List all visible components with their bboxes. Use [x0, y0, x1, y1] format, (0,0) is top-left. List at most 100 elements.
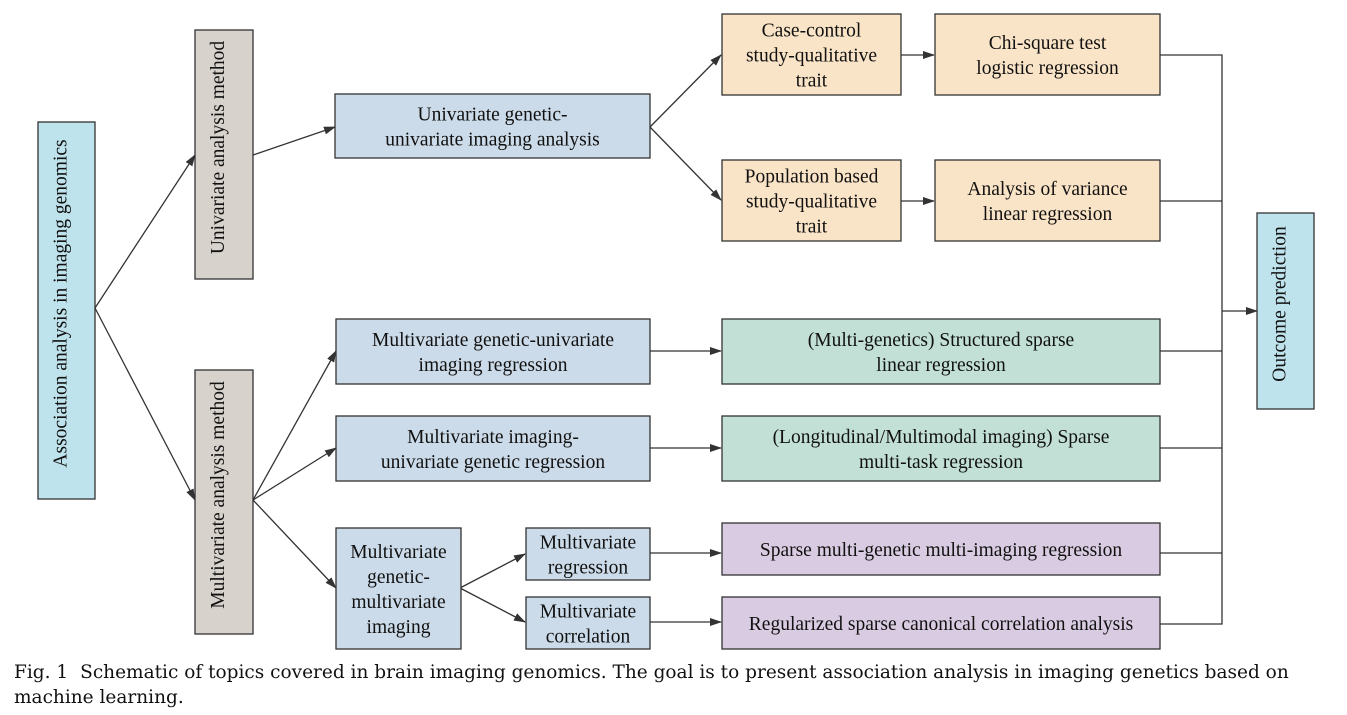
node-outcome: Outcome prediction — [1256, 212, 1315, 410]
node-label: Outcome prediction — [1270, 226, 1291, 382]
node-label-line: Multivariate — [350, 542, 446, 563]
arrow-multivariate-to-multi-gen-uni-img — [252, 350, 337, 501]
node-label-line: imaging regression — [419, 355, 568, 376]
node-label-line: Analysis of variance — [967, 179, 1127, 200]
node-uni-gen-uni-img: Univariate genetic-univariate imaging an… — [334, 93, 651, 159]
node-label: Population based study-qualitative trait — [745, 166, 879, 237]
node-label: Univariate analysis method — [208, 41, 229, 255]
node-box — [721, 13, 902, 96]
node-box — [721, 415, 1161, 482]
node-label: Multivariate correlation — [540, 601, 636, 647]
node-label-line: study-qualitative — [746, 191, 877, 212]
node-label-line: (Multi-genetics) Structured sparse — [808, 330, 1074, 351]
node-label-line: Population based — [745, 166, 879, 187]
node-label-line: multi-task regression — [859, 452, 1023, 473]
node-box — [37, 121, 96, 500]
node-label-line: Regularized sparse canonical correlation… — [749, 614, 1133, 635]
arrow-univariate-to-uni-gen-uni-img — [252, 126, 336, 156]
node-box — [335, 415, 651, 482]
node-box — [1256, 212, 1315, 410]
arrow-to-case-control — [649, 54, 722, 128]
node-label-line: trait — [796, 216, 828, 237]
node-label-line: regression — [548, 557, 628, 578]
node-label-line: Chi-square test — [989, 33, 1107, 54]
node-label-line: trait — [796, 70, 828, 91]
node-box — [721, 522, 1161, 576]
node-box — [335, 527, 462, 650]
node-box — [721, 159, 902, 242]
node-chi-square: Chi-square test logistic regression — [934, 13, 1161, 96]
node-box — [721, 596, 1161, 650]
node-case-control: Case-control study-qualitative trait — [721, 13, 902, 96]
node-box — [525, 596, 651, 650]
node-multivariate-method: Multivariate analysis method — [194, 369, 254, 635]
node-label: Multivariate genetic-univariate imaging r… — [372, 330, 614, 376]
node-label-line: univariate imaging analysis — [385, 129, 599, 150]
caption-label: Fig. 1 — [14, 662, 69, 683]
node-box — [194, 369, 254, 635]
node-label-line: correlation — [546, 626, 631, 647]
node-label-line: study-qualitative — [746, 45, 877, 66]
arrow-to-population-based — [649, 126, 722, 201]
node-label: Regularized sparse canonical correlation… — [749, 614, 1133, 635]
node-box — [721, 318, 1161, 385]
node-label-line: Multivariate imaging- — [407, 427, 579, 448]
node-label-line: (Longitudinal/Multimodal imaging) Sparse — [773, 427, 1110, 448]
node-rscca: Regularized sparse canonical correlation… — [721, 596, 1161, 650]
node-label-line: multivariate — [351, 592, 445, 613]
node-multi-gen-multi-img: Multivariate genetic-multivariate imaging — [335, 527, 462, 650]
arrow-multivariate-to-multi-gen-multi-img — [252, 499, 337, 589]
node-label: Chi-square test logistic regression — [976, 33, 1119, 79]
node-label-line: genetic- — [367, 567, 430, 588]
node-label: Multivariate analysis method — [208, 381, 229, 609]
node-structured-sparse: (Multi-genetics) Structured sparse linear… — [721, 318, 1161, 385]
node-label-line: linear regression — [983, 204, 1113, 225]
node-box — [334, 93, 651, 159]
node-multi-regression: Multivariate regression — [525, 527, 651, 581]
flow-diagram: Association analysis in imaging genomics… — [37, 13, 1315, 650]
arrow-to-multi-regression — [459, 553, 526, 589]
node-label-line: Multivariate genetic-univariate — [372, 330, 614, 351]
node-label-line: Multivariate — [540, 532, 636, 553]
node-label: (Multi-genetics) Structured sparse linear… — [808, 330, 1074, 376]
node-box — [335, 318, 651, 385]
node-label: Multivariate genetic-multivariate imaging — [350, 542, 446, 638]
node-population-based: Population based study-qualitative trait — [721, 159, 902, 242]
node-box — [934, 13, 1161, 96]
node-label: Case-control study-qualitative trait — [746, 20, 877, 91]
arrow-root-to-multivariate — [94, 307, 196, 501]
node-anova: Analysis of variance linear regression — [934, 159, 1161, 242]
node-box — [525, 527, 651, 581]
node-label: Univariate genetic-univariate imaging an… — [385, 104, 599, 150]
node-label-line: Case-control — [762, 20, 862, 41]
node-univariate-method: Univariate analysis method — [194, 29, 254, 280]
node-label-line: Multivariate — [540, 601, 636, 622]
node-box — [194, 29, 254, 280]
arrow-root-to-univariate — [94, 154, 196, 309]
node-label: Association analysis in imaging genomics — [51, 139, 72, 467]
node-label-line: logistic regression — [976, 58, 1119, 79]
node-label-line: linear regression — [876, 355, 1006, 376]
node-label: Sparse multi-genetic multi-imaging regre… — [760, 540, 1123, 561]
node-multi-correlation: Multivariate correlation — [525, 596, 651, 650]
node-label: (Longitudinal/Multimodal imaging) Sparse… — [773, 427, 1110, 473]
node-label-line: Sparse multi-genetic multi-imaging regre… — [760, 540, 1123, 561]
node-label-line: univariate genetic regression — [381, 452, 605, 473]
node-multi-gen-uni-img: Multivariate genetic-univariate imaging r… — [335, 318, 651, 385]
caption-text: Schematic of topics covered in brain ima… — [14, 662, 1289, 708]
node-sparse-multi-gen-multi-img: Sparse multi-genetic multi-imaging regre… — [721, 522, 1161, 576]
node-label-line: imaging — [367, 617, 431, 638]
collector-bus — [1160, 54, 1223, 625]
node-sparse-multitask: (Longitudinal/Multimodal imaging) Sparse… — [721, 415, 1161, 482]
node-box — [934, 159, 1161, 242]
node-multi-img-uni-gen: Multivariate imaging-univariate genetic … — [335, 415, 651, 482]
arrow-to-multi-correlation — [459, 587, 526, 623]
node-label: Multivariate imaging-univariate genetic … — [381, 427, 605, 473]
node-label-line: Univariate genetic- — [418, 104, 568, 125]
node-root: Association analysis in imaging genomics — [37, 121, 96, 500]
node-label: Multivariate regression — [540, 532, 636, 578]
arrow-multivariate-to-multi-img-uni-gen — [252, 447, 337, 501]
connectors — [94, 51, 1258, 626]
node-label: Analysis of variance linear regression — [967, 179, 1127, 225]
